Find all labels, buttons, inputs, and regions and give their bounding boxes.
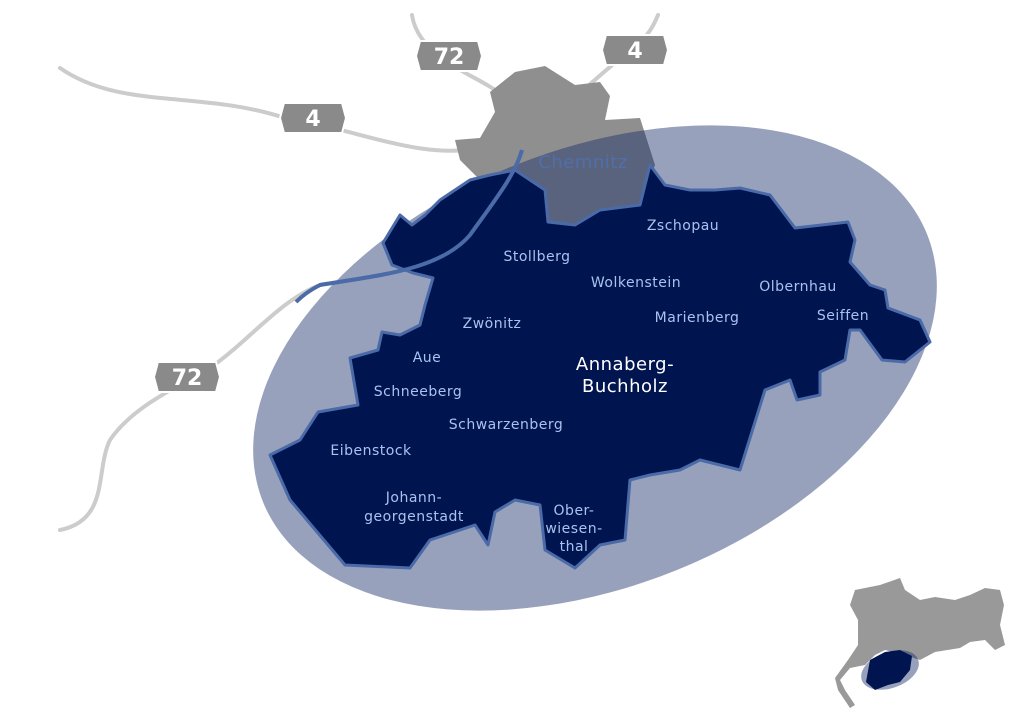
road-72-in-region bbox=[294, 149, 524, 304]
town-label: Marienberg bbox=[655, 310, 740, 326]
road-shield-72-south: 72 bbox=[152, 361, 222, 393]
town-label: Ober- bbox=[554, 503, 595, 519]
saxony-inset-map bbox=[835, 578, 1005, 708]
main-town-label: Buchholz bbox=[582, 376, 668, 397]
road-shield-4-east: 4 bbox=[600, 34, 670, 66]
town-label: Schneeberg bbox=[374, 384, 462, 400]
town-label: Seiffen bbox=[817, 308, 869, 324]
city-label-chemnitz: Chemnitz bbox=[538, 152, 628, 173]
town-label: Wolkenstein bbox=[591, 275, 681, 291]
road-shield-72-north: 72 bbox=[414, 40, 484, 72]
road-shield-4-west: 4 bbox=[278, 102, 348, 134]
erzgebirgskreis-region bbox=[268, 163, 932, 570]
town-label: wiesen- bbox=[545, 521, 602, 537]
shield-label: 72 bbox=[434, 45, 465, 70]
town-label: georgenstadt bbox=[364, 509, 464, 525]
town-label: Aue bbox=[413, 350, 442, 366]
town-label: Olbernhau bbox=[759, 279, 837, 295]
town-label: Johann- bbox=[385, 490, 442, 506]
shield-label: 4 bbox=[627, 39, 642, 64]
town-label: thal bbox=[560, 539, 589, 555]
town-label: Schwarzenberg bbox=[449, 417, 563, 433]
chemnitz-area bbox=[455, 66, 655, 225]
town-label: Zschopau bbox=[647, 218, 719, 234]
main-town-label: Annaberg- bbox=[576, 354, 674, 375]
shield-label: 72 bbox=[172, 366, 203, 391]
town-label: Eibenstock bbox=[330, 443, 412, 459]
shield-label: 4 bbox=[305, 107, 320, 132]
town-label: Stollberg bbox=[503, 249, 570, 265]
town-label: Zwönitz bbox=[463, 316, 522, 332]
